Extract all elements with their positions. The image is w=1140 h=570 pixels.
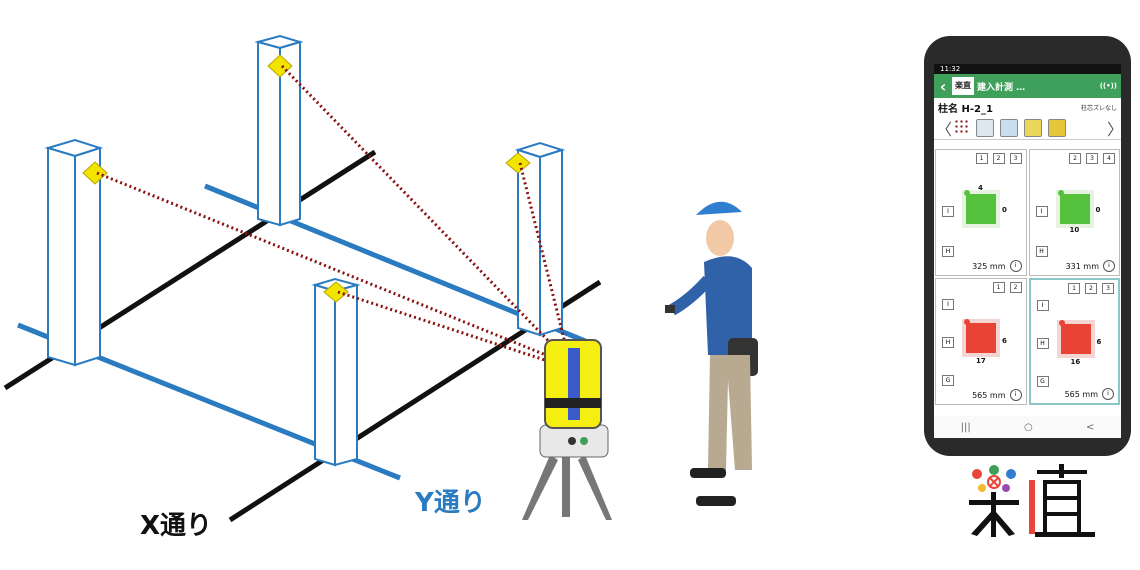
side-label[interactable]: H [1036,338,1049,349]
reflective-targets [82,54,531,303]
face-button[interactable]: 1 [975,153,988,164]
offset-top-value: 4 [978,184,983,192]
worker-figure [665,201,758,506]
measurement-cell[interactable]: 2 3 4 I H 0 10 331 mm i [1028,149,1120,276]
target-dot [1058,320,1065,326]
distance-value: 331 mm [1065,262,1099,271]
side-label[interactable]: I [1035,206,1048,217]
side-label[interactable]: H [1035,246,1048,257]
info-icon[interactable]: i [1103,260,1115,272]
app-logo: 楽直 [952,77,974,95]
measurement-cell[interactable]: 1 2 I H G 6 17 565 mm i [935,278,1027,405]
face-selector: 1 2 3 [1068,283,1114,294]
target-dot [1057,190,1064,196]
side-label[interactable]: G [1036,376,1049,387]
offset-right-value: 6 [1096,338,1102,346]
side-label[interactable]: I [942,206,954,217]
android-nav-bar: ||| ○ < [934,416,1121,438]
distance-value: 325 mm [972,262,1006,271]
face-button[interactable]: 4 [1103,153,1115,164]
status-time: 11:32 [940,65,961,73]
distance-value: 565 mm [1064,390,1098,399]
y-axis-label: Y通り [415,488,486,518]
instrument-tool-icon[interactable] [1048,119,1066,137]
columns [44,34,566,467]
info-icon[interactable]: i [1009,260,1022,272]
target-tool-icon[interactable] [1000,119,1018,137]
offset-square [966,323,996,353]
total-station [522,339,612,520]
column-header: 柱名 H-2_1 柱芯ズレなし [934,98,1121,117]
column-right [514,141,566,337]
column-status-flag: 柱芯ズレなし [1080,105,1117,112]
status-bar: 11:32 [934,64,1121,74]
tool-toolbar: 〈 〉 [934,117,1121,140]
face-selector: 1 2 [992,282,1022,293]
measurement-cell[interactable]: 1 2 3 I H 4 0 325 mm i [935,149,1027,276]
next-arrow-icon[interactable]: 〉 [1107,116,1121,140]
info-icon[interactable]: i [1102,388,1114,400]
column-left [44,138,104,367]
face-selector: 1 2 3 [975,153,1022,164]
offset-square [1059,194,1090,224]
face-button[interactable]: 3 [1086,153,1098,164]
recents-icon[interactable]: ||| [960,421,971,433]
offset-right-value: 0 [1095,206,1101,214]
prev-arrow-icon[interactable]: 〈 [936,120,953,139]
target-dot [964,319,970,325]
offset-bottom-value: 16 [1070,358,1081,366]
measurement-cell-selected[interactable]: 1 2 3 I H G 6 16 565 mm i [1028,278,1120,405]
offset-bottom-value: 10 [1069,226,1080,234]
offset-square [1060,324,1091,354]
face-selector: 2 3 4 [1069,153,1115,164]
y-gridlines [17,183,596,481]
nav-back-icon[interactable]: < [1085,421,1095,433]
x-axis-label: X通り [140,511,213,541]
target-dot [964,190,970,196]
grid-tool-icon[interactable] [954,119,970,135]
app-title: 建入計測 … [977,82,1026,93]
back-icon[interactable]: ‹ [939,76,947,96]
distance-value: 565 mm [972,391,1006,400]
info-icon[interactable]: i [1009,389,1022,401]
face-button[interactable]: 2 [1085,283,1097,294]
side-label[interactable]: I [942,299,954,310]
offset-right-value: 6 [1002,337,1007,345]
signal-icon: ((•)) [1099,82,1117,90]
side-label[interactable]: H [942,337,954,348]
face-button[interactable]: 3 [1009,153,1022,164]
sight-lines [96,64,570,367]
measurement-grid: 1 2 3 I H 4 0 325 mm i 2 3 4 [934,148,1121,406]
column-name: 柱名 H-2_1 [938,104,993,115]
face-button[interactable]: 2 [1009,282,1022,293]
face-button[interactable]: 2 [992,153,1005,164]
face-button[interactable]: 1 [992,282,1005,293]
side-label[interactable]: I [1036,300,1049,311]
offset-right-value: 0 [1002,206,1007,214]
face-button[interactable]: 2 [1069,153,1081,164]
phone-screen: 11:32 ‹ 楽直 建入計測 … ((•)) 柱名 H-2_1 柱芯ズレなし … [934,64,1121,438]
column-back [254,34,304,227]
layers-tool-icon[interactable] [976,119,994,137]
offset-square [966,194,996,224]
face-button[interactable]: 3 [1102,283,1114,294]
column-front [311,277,361,467]
side-label[interactable]: H [942,246,954,257]
offset-bottom-value: 17 [976,357,986,365]
side-label[interactable]: G [942,375,954,386]
column-tool-icon[interactable] [1024,119,1042,137]
smartphone: 11:32 ‹ 楽直 建入計測 … ((•)) 柱名 H-2_1 柱芯ズレなし … [924,36,1131,456]
brand-logo [969,464,1095,537]
home-icon[interactable]: ○ [1023,421,1033,433]
app-bar: ‹ 楽直 建入計測 … ((•)) [934,74,1121,98]
face-button[interactable]: 1 [1068,283,1080,294]
